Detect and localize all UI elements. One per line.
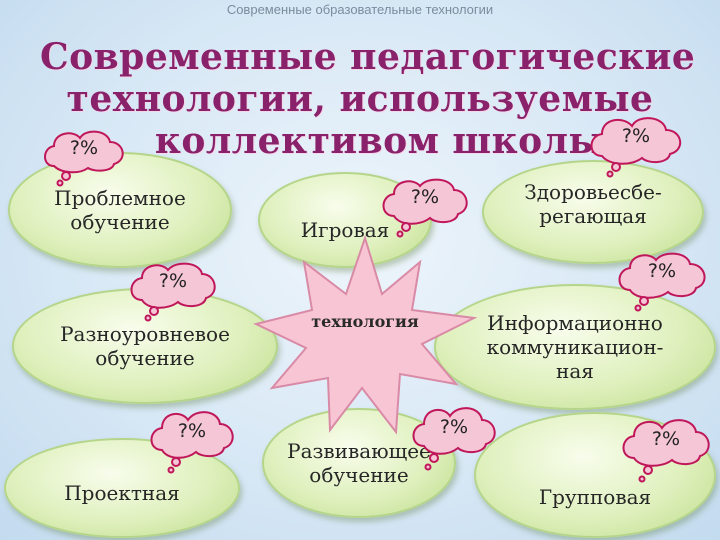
oval-ict-line-1: Информационно — [487, 311, 663, 335]
badge-game-text: ?% — [410, 186, 440, 208]
oval-health-line-2: регающая — [539, 204, 647, 228]
oval-problem-line-2: обучение — [70, 210, 170, 234]
badge-ict: ?% — [614, 248, 710, 312]
cloud-icon — [382, 178, 468, 238]
title-line-1: Современные педагогические — [40, 36, 696, 78]
oval-ict-line-2: коммуникацион- — [486, 335, 664, 359]
oval-problem-line-1: Проблемное — [54, 186, 186, 210]
title-line-2: технологии, используемые — [66, 78, 654, 120]
cloud-icon — [590, 117, 681, 178]
cloud-icon — [412, 407, 496, 471]
badge-multilevel: ?% — [126, 258, 220, 322]
badge-project-text: ?% — [177, 420, 207, 442]
center-label: технология — [311, 312, 419, 331]
oval-ict: Информационно коммуникацион- ная — [434, 284, 716, 410]
center-star-shape — [253, 234, 478, 435]
badge-title-right: ?% — [586, 112, 686, 178]
slide-title: Современные педагогические технологии, и… — [40, 36, 696, 162]
oval-developing: Развивающее обучение — [262, 408, 456, 518]
oval-game-line-1: Игровая — [300, 218, 390, 242]
cloud-icon — [618, 252, 706, 312]
cloud-icon — [150, 411, 234, 474]
oval-developing-line-2: обучение — [309, 463, 409, 487]
badge-developing-text: ?% — [439, 416, 469, 438]
title-line-3: коллективом школы — [154, 120, 606, 162]
cloud-icon — [130, 262, 216, 322]
badge-project: ?% — [146, 406, 238, 474]
badge-group-text: ?% — [651, 428, 681, 450]
oval-multilevel: Разноуровневое обучение — [12, 288, 278, 404]
badge-title-left-text: ?% — [69, 137, 99, 159]
badge-group: ?% — [618, 414, 714, 483]
oval-developing-line-1: Развивающее — [287, 439, 431, 463]
oval-multilevel-line-2: обучение — [95, 346, 195, 370]
badge-title-right-text: ?% — [621, 125, 651, 147]
cloud-icon — [44, 130, 124, 187]
oval-health-saving: Здоровьесбе- регающая — [482, 160, 704, 264]
badge-title-left: ?% — [40, 126, 128, 187]
oval-project-line-1: Проектная — [64, 481, 180, 505]
cloud-icon — [622, 419, 710, 483]
oval-health-line-1: Здоровьесбе- — [524, 180, 662, 204]
badge-ict-text: ?% — [647, 260, 677, 282]
oval-problem-learning: Проблемное обучение — [8, 152, 232, 268]
badge-developing: ?% — [408, 402, 500, 471]
slide-header: Современные образовательные технологии — [226, 2, 494, 17]
oval-ict-line-3: ная — [556, 359, 594, 383]
badge-multilevel-text: ?% — [158, 270, 188, 292]
oval-group-line-1: Групповая — [538, 485, 652, 509]
badge-game: ?% — [378, 174, 472, 238]
oval-multilevel-line-1: Разноуровневое — [60, 322, 230, 346]
